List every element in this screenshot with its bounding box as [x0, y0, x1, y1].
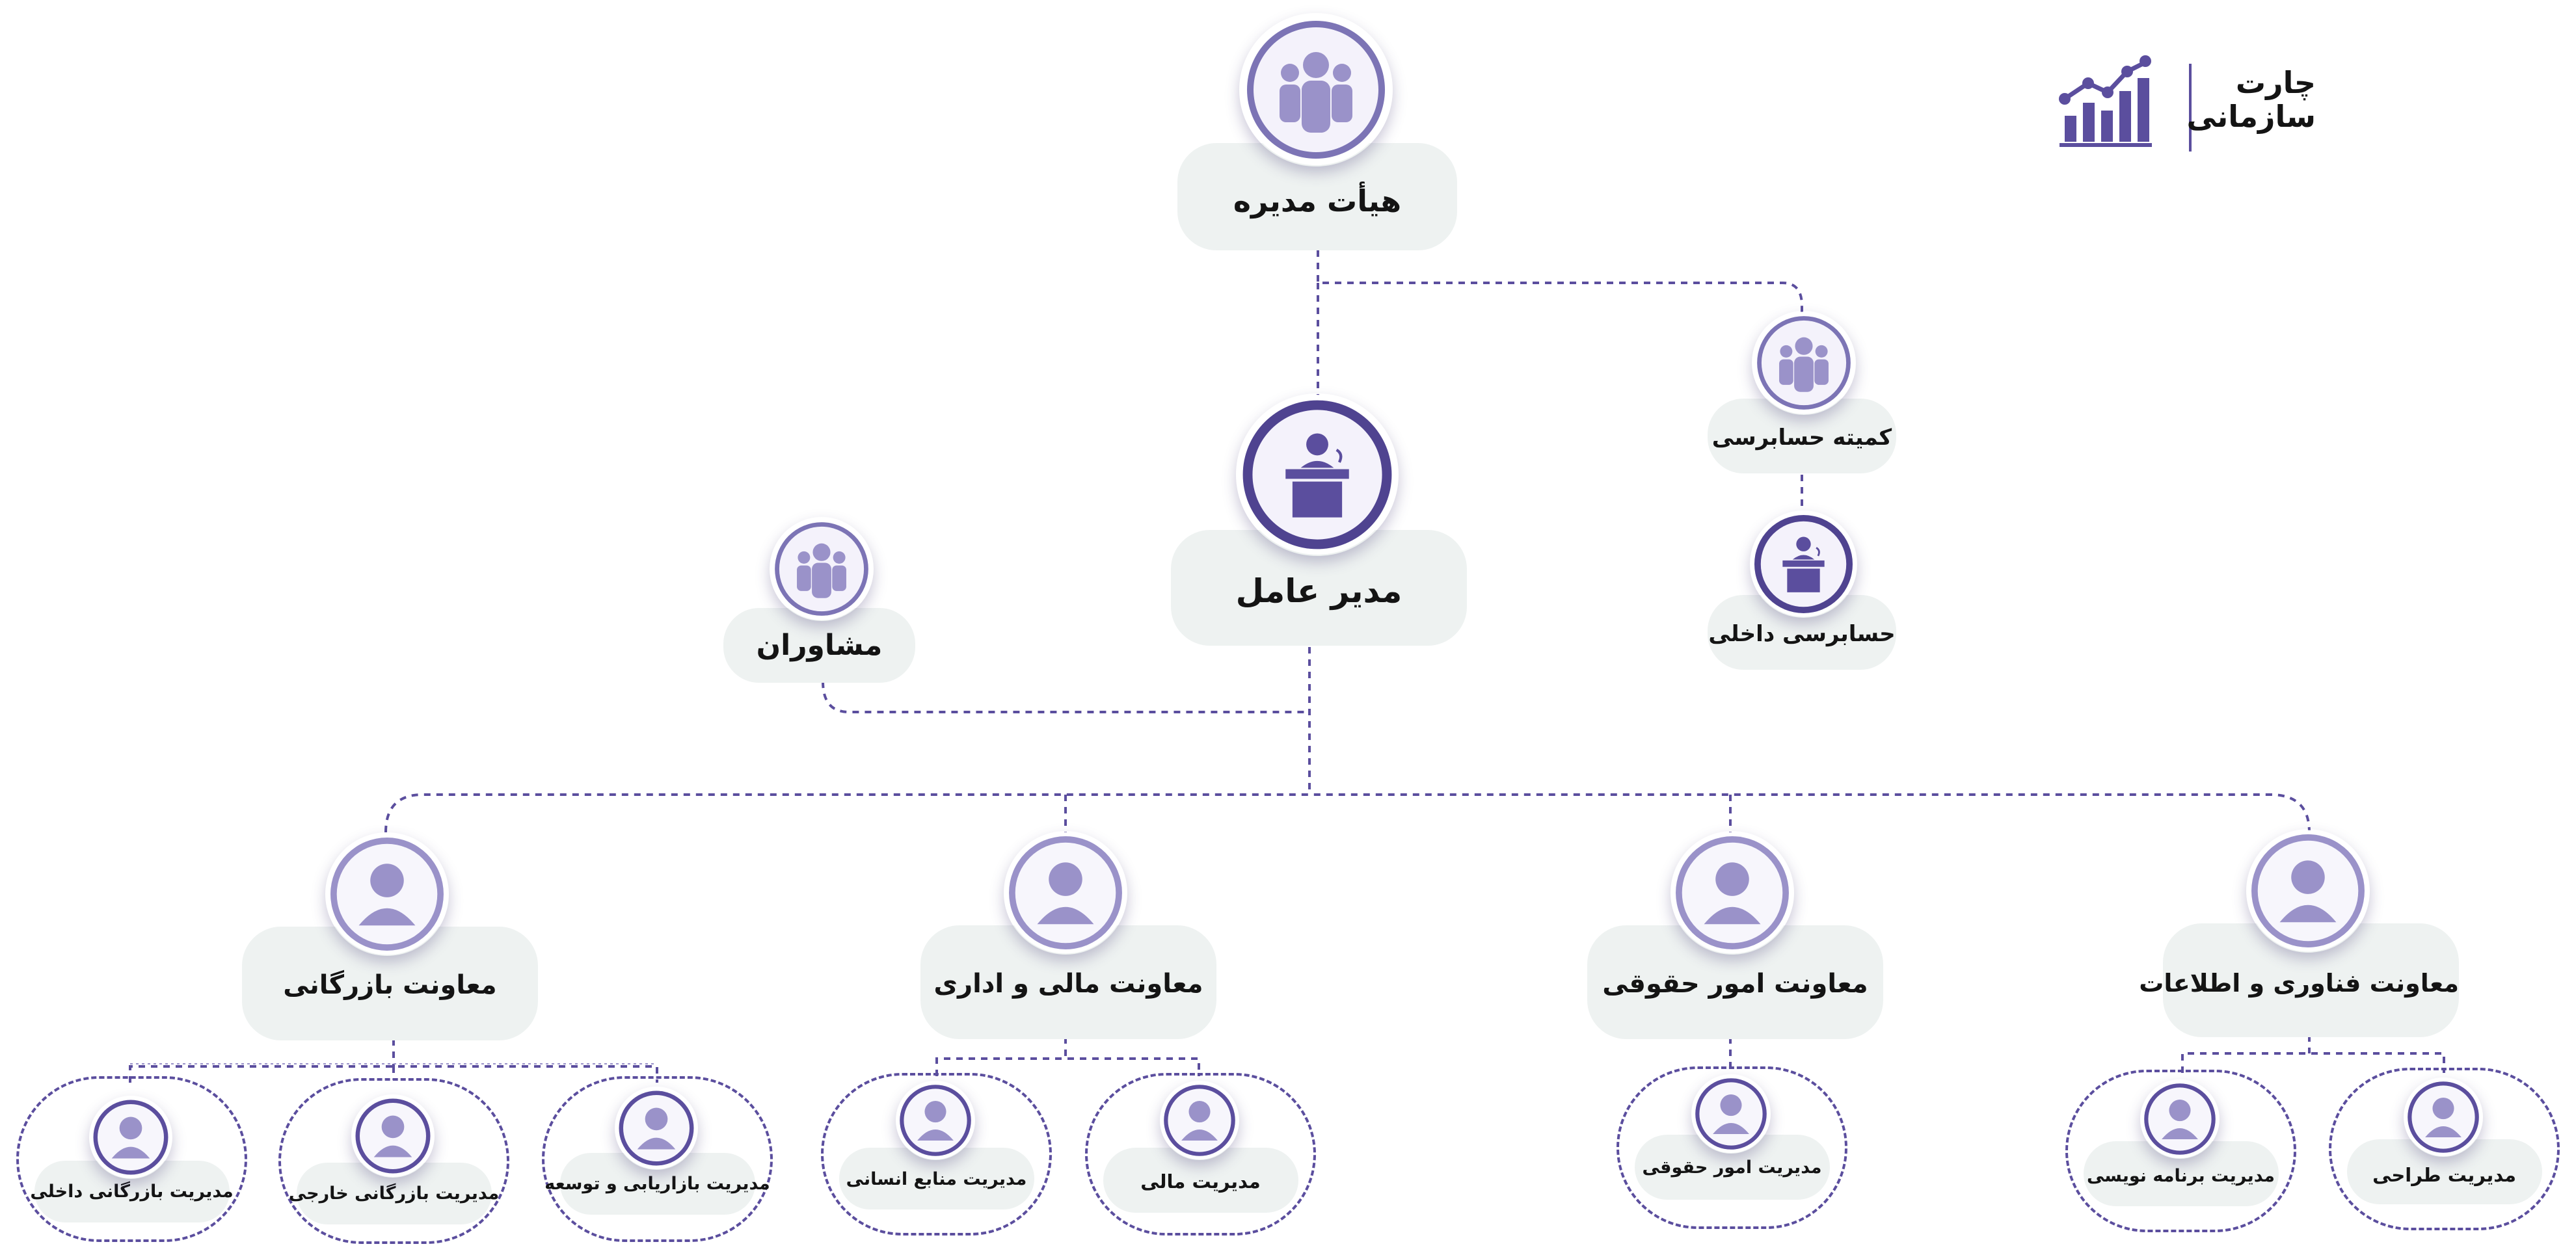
manager-outline [542, 1076, 773, 1242]
chart-title-line2: سازمانی [2186, 99, 2316, 134]
group-icon [1239, 13, 1393, 166]
manager-outline [821, 1073, 1052, 1235]
node-label: معاونت فناوری و اطلاعات [2139, 969, 2459, 997]
node-internal-audit: حسابرسی داخلی [1708, 510, 1896, 673]
bar-chart-icon [2059, 55, 2152, 147]
manager-outline [278, 1078, 509, 1244]
manager-finance: مدیریت مالی [1085, 1073, 1316, 1235]
manager-outline [16, 1076, 247, 1242]
chart-title-line1: چارت [2235, 65, 2316, 100]
user-icon [351, 1094, 435, 1178]
manager-human-resources: مدیریت منابع انسانی [821, 1073, 1052, 1235]
speaker-podium-icon [1750, 510, 1857, 618]
user-icon [615, 1087, 698, 1170]
manager-foreign-commerce: مدیریت بازرگانی خارجی [278, 1078, 509, 1244]
user-icon [325, 832, 449, 956]
node-label: هیأت مدیره [1233, 183, 1402, 218]
group-icon [770, 517, 874, 621]
node-label: مدیر عامل [1235, 572, 1402, 610]
manager-programming: مدیریت برنامه نویسی [2065, 1070, 2296, 1232]
node-ceo: مدیر عامل [1171, 393, 1467, 647]
node-label: کمیته حسابرسی [1711, 425, 1892, 451]
user-icon [2140, 1079, 2220, 1159]
manager-outline [1085, 1073, 1316, 1235]
node-deputy-commerce: معاونت بازرگانی [242, 832, 538, 1040]
node-board: هیأت مدیره [1177, 13, 1457, 254]
node-label: مدیریت طراحی [2372, 1164, 2516, 1186]
node-advisors: مشاوران [723, 517, 915, 683]
node-deputy-it: معاونت فناوری و اطلاعات [2139, 829, 2459, 1037]
user-icon [1160, 1081, 1239, 1160]
manager-outline [1617, 1066, 1847, 1229]
user-icon [89, 1096, 172, 1179]
manager-legal-affairs: مدیریت امور حقوقی [1617, 1066, 1847, 1229]
group-icon [1752, 311, 1856, 415]
node-plate [723, 608, 915, 683]
user-icon [2246, 829, 2370, 953]
node-label: مدیریت برنامه نویسی [2086, 1166, 2275, 1186]
node-label: معاونت امور حقوقی [1602, 969, 1868, 999]
user-icon [1691, 1074, 1771, 1154]
user-icon [2404, 1077, 2483, 1157]
manager-marketing-development: مدیریت بازاریابی و توسعه [542, 1076, 773, 1242]
node-label: مدیریت مالی [1140, 1170, 1261, 1193]
node-label: مدیریت امور حقوقی [1642, 1157, 1822, 1178]
node-label: مدیریت منابع انسانی [846, 1169, 1027, 1189]
node-label: حسابرسی داخلی [1708, 621, 1896, 647]
manager-domestic-commerce: مدیریت بازرگانی داخلی [16, 1076, 247, 1242]
node-label: مدیریت بازرگانی داخلی [30, 1182, 234, 1202]
chart-title-block: چارت سازمانی [2056, 52, 2329, 163]
node-audit-committee: کمیته حسابرسی [1708, 311, 1896, 477]
node-label: مشاوران [756, 629, 883, 662]
node-label: مدیریت بازرگانی خارجی [288, 1183, 500, 1204]
manager-design: مدیریت طراحی [2329, 1068, 2560, 1230]
user-icon [896, 1081, 975, 1160]
node-label: معاونت بازرگانی [283, 970, 497, 1000]
node-deputy-finance-admin: معاونت مالی و اداری [920, 831, 1216, 1039]
node-deputy-legal: معاونت امور حقوقی [1587, 831, 1883, 1039]
speaker-podium-icon [1236, 393, 1399, 556]
manager-outline [2065, 1070, 2296, 1232]
user-icon [1670, 831, 1794, 955]
node-label: معاونت مالی و اداری [933, 969, 1203, 999]
user-icon [1004, 831, 1127, 955]
manager-outline [2329, 1068, 2560, 1230]
node-label: مدیریت بازاریابی و توسعه [544, 1174, 770, 1194]
title-divider [2189, 64, 2192, 152]
